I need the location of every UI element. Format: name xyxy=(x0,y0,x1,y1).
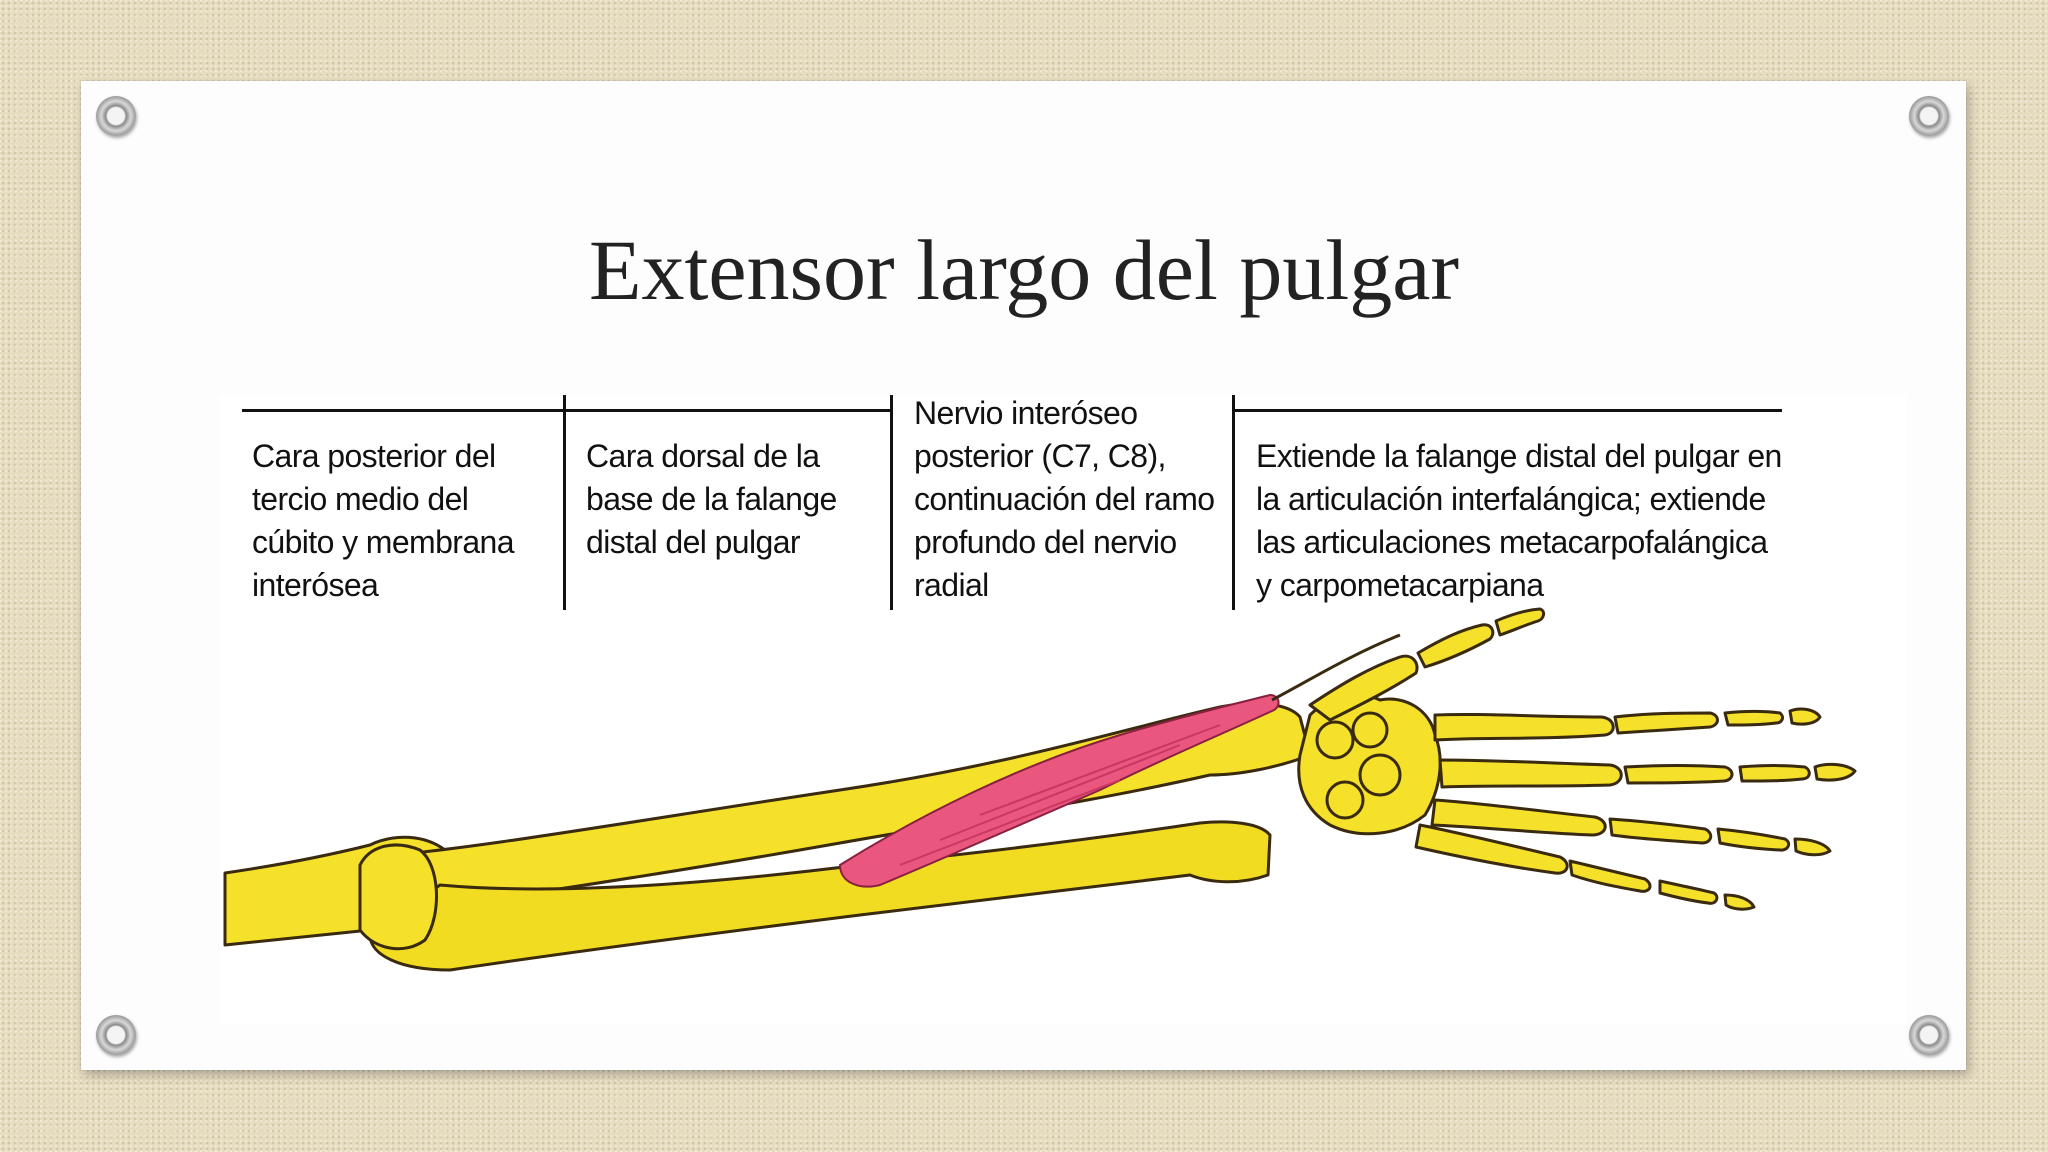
slide-title: Extensor largo del pulgar xyxy=(588,222,1460,318)
carpal-capitate xyxy=(1358,753,1402,797)
grommet-top-right-icon xyxy=(1909,96,1949,136)
finger-3-phalanges xyxy=(1623,762,1857,785)
carpal-scaphoid xyxy=(1315,720,1355,760)
grommet-bottom-right-icon xyxy=(1909,1015,1949,1055)
forearm-illustration xyxy=(223,607,1857,972)
carpal-hamate xyxy=(1325,780,1365,820)
table-top-rule-right xyxy=(1235,409,1782,412)
anatomy-figure xyxy=(220,395,1906,1023)
extensor-pollicis-longus-muscle xyxy=(838,633,1401,888)
ulna-bone xyxy=(368,820,1272,972)
metacarpal-2 xyxy=(1433,712,1615,742)
column-divider-2 xyxy=(890,395,893,610)
grommet-top-left-icon xyxy=(96,96,136,136)
metacarpal-4 xyxy=(1430,798,1607,837)
cell-insertion: Cara dorsal de la base de la falange dis… xyxy=(586,438,837,560)
finger-2-phalanges xyxy=(1613,707,1822,735)
thumb-proximal-phalanx xyxy=(1416,623,1495,669)
cell-action: Extiende la falange distal del pulgar en… xyxy=(1256,438,1782,603)
thumb-distal-phalanx xyxy=(1494,607,1546,637)
column-divider-3 xyxy=(1232,395,1235,610)
muscle-info-table: Cara posterior del tercio medio del cúbi… xyxy=(242,395,1782,610)
finger-5-phalanges xyxy=(1568,859,1756,911)
finger-4-phalanges xyxy=(1608,817,1832,857)
olecranon-bone xyxy=(358,843,438,951)
metacarpal-3 xyxy=(1438,758,1623,789)
carpal-lunate xyxy=(1351,711,1389,749)
table-top-rule xyxy=(242,409,890,412)
metacarpal-5 xyxy=(1414,823,1569,875)
grommet-bottom-left-icon xyxy=(96,1015,136,1055)
column-divider-1 xyxy=(563,395,566,610)
thumb-metacarpal xyxy=(1308,654,1419,722)
cell-origin: Cara posterior del tercio medio del cúbi… xyxy=(252,438,515,603)
cell-innervation: Nervio interóseo posterior (C7, C8), con… xyxy=(914,395,1215,603)
